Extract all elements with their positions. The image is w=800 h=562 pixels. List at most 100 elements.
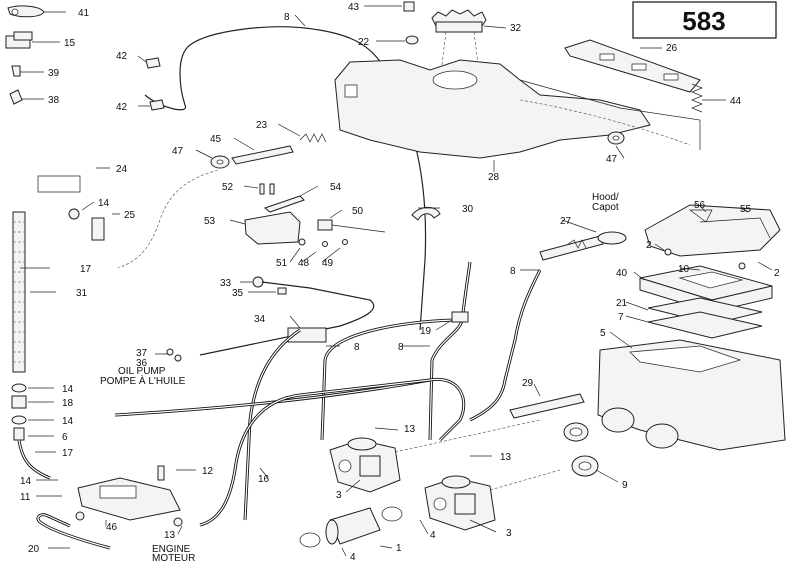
callout-20: 20 xyxy=(28,544,40,555)
throttle-housing xyxy=(244,183,305,245)
callout-43: 43 xyxy=(348,2,360,13)
filter-7 xyxy=(647,311,763,339)
screws-2 xyxy=(664,248,746,270)
engine-label-en: ENGINE xyxy=(152,544,191,555)
part-42-clamp xyxy=(145,57,165,111)
intake-sleeve xyxy=(325,507,381,545)
tank-strap xyxy=(564,39,701,93)
bracket-29 xyxy=(509,393,585,419)
callout-44: 44 xyxy=(730,96,742,107)
clip-30 xyxy=(411,206,441,221)
callout-52: 52 xyxy=(222,182,234,193)
callout-3: 3 xyxy=(506,528,512,539)
part-41-strap xyxy=(7,5,45,18)
callout-8: 8 xyxy=(354,342,360,353)
decal xyxy=(37,175,81,193)
callout-46: 46 xyxy=(106,522,118,533)
part-38-clip xyxy=(9,89,23,105)
callout-11: 11 xyxy=(20,492,31,503)
part-47-grommet-right xyxy=(607,131,625,145)
callout-18: 18 xyxy=(62,398,74,409)
callout-33: 33 xyxy=(220,278,232,289)
model-number: 583 xyxy=(682,6,725,36)
carburetor-right xyxy=(424,475,496,531)
callout-2: 2 xyxy=(774,268,780,279)
fuel-hose-31 xyxy=(12,211,26,373)
callout-16: 16 xyxy=(258,474,270,485)
callout-39: 39 xyxy=(48,68,60,79)
callout-3: 3 xyxy=(336,490,342,501)
air-silencer-base xyxy=(597,339,786,451)
callout-2: 2 xyxy=(646,240,652,251)
callout-50: 50 xyxy=(352,206,364,217)
clamps-13-46 xyxy=(75,511,183,527)
callout-40: 40 xyxy=(616,268,628,279)
part-47-grommet-left xyxy=(210,155,230,169)
callout-21: 21 xyxy=(616,298,628,309)
callout-8: 8 xyxy=(284,12,290,23)
engine-label-fr: MOTEUR xyxy=(152,553,195,562)
callout-31: 31 xyxy=(76,288,88,299)
callout-1: 1 xyxy=(396,543,402,554)
model-number-box: 583 xyxy=(632,1,777,39)
callout-27: 27 xyxy=(560,216,572,227)
oil-pump xyxy=(77,477,181,521)
callout-47: 47 xyxy=(606,154,618,165)
callout-12: 12 xyxy=(202,466,214,477)
carburetor-left xyxy=(329,437,401,493)
throttle-cable-top xyxy=(144,26,306,111)
callout-34: 34 xyxy=(254,314,266,325)
callout-15: 15 xyxy=(64,38,76,49)
callout-54: 54 xyxy=(330,182,342,193)
fitting-12 xyxy=(157,465,165,481)
part-43-vent xyxy=(403,1,415,12)
callout-26: 26 xyxy=(666,43,678,54)
callout-25: 25 xyxy=(124,210,136,221)
clamp-4 xyxy=(299,506,403,548)
oil-pump-label-fr: POMPE À L'HUILE xyxy=(100,374,186,387)
connector-25 xyxy=(68,208,105,241)
callout-48: 48 xyxy=(298,258,310,269)
adaptor-9 xyxy=(563,422,599,477)
hardware-51-48-49 xyxy=(298,238,348,247)
callout-8: 8 xyxy=(398,342,404,353)
switch xyxy=(317,219,386,233)
callout-22: 22 xyxy=(358,37,370,48)
callout-28: 28 xyxy=(488,172,500,183)
part-22-grommet xyxy=(405,35,419,45)
callout-7: 7 xyxy=(618,312,624,323)
callout-47: 47 xyxy=(172,146,184,157)
callout-49: 49 xyxy=(322,258,334,269)
callout-6: 6 xyxy=(62,432,68,443)
callout-55: 55 xyxy=(740,204,752,215)
part-23-spring xyxy=(299,133,327,143)
oil-pump-label-en: OIL PUMP xyxy=(118,366,166,377)
callout-17: 17 xyxy=(62,448,74,459)
callout-13: 13 xyxy=(164,530,176,541)
callout-45: 45 xyxy=(210,134,222,145)
callout-5: 5 xyxy=(600,328,606,339)
shaft xyxy=(231,145,294,165)
part-39-clip xyxy=(11,65,21,77)
callout-32: 32 xyxy=(510,23,522,34)
silencer-hood xyxy=(644,204,781,257)
callout-10: 10 xyxy=(678,264,690,275)
callout-53: 53 xyxy=(204,216,216,227)
hood-label-fr: Capot xyxy=(592,202,619,213)
leader-lines xyxy=(20,5,773,557)
cable-parts-33-35 xyxy=(252,276,287,295)
callout-35: 35 xyxy=(232,288,244,299)
callout-51: 51 xyxy=(276,258,288,269)
callout-9: 9 xyxy=(622,480,628,491)
callout-14: 14 xyxy=(62,384,74,395)
part-15-connector xyxy=(5,31,33,49)
callout-24: 24 xyxy=(116,164,128,175)
hose-16 xyxy=(243,328,301,521)
callout-13: 13 xyxy=(404,424,416,435)
choke-assembly xyxy=(539,231,627,261)
callout-8: 8 xyxy=(510,266,516,277)
callout-14: 14 xyxy=(98,198,110,209)
callout-17: 17 xyxy=(80,264,92,275)
fuel-hose-17 xyxy=(17,439,51,480)
